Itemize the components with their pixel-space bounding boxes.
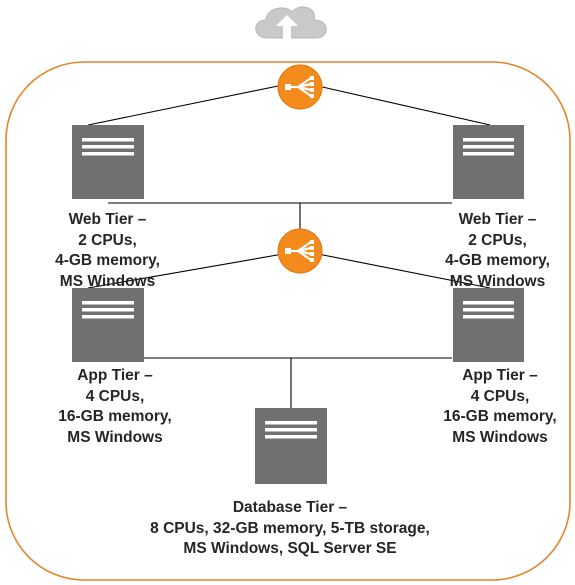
cloud-upload-icon	[255, 6, 327, 50]
connector-lb1-web-right	[317, 85, 491, 126]
load-balancer-icon	[277, 228, 323, 274]
app-tier-right-label: App Tier – 4 CPUs, 16-GB memory, MS Wind…	[443, 367, 557, 446]
server-icon	[453, 125, 524, 199]
web-tier-right-label: Web Tier – 2 CPUs, 4-GB memory, MS Windo…	[445, 211, 550, 290]
connector-lb1-web-left	[87, 84, 284, 126]
connector-lb2-app-left	[87, 253, 284, 289]
app-tier-left-label: App Tier – 4 CPUs, 16-GB memory, MS Wind…	[58, 367, 172, 446]
connector-lb2-app-right	[317, 253, 491, 289]
server-icon	[72, 125, 144, 199]
server-icon	[72, 288, 144, 362]
infrastructure-boundary	[5, 61, 571, 581]
load-balancer-icon	[277, 64, 323, 110]
server-icon	[453, 288, 524, 362]
web-tier-left-label: Web Tier – 2 CPUs, 4-GB memory, MS Windo…	[55, 211, 160, 290]
database-tier-label: Database Tier – 8 CPUs, 32-GB memory, 5-…	[150, 499, 430, 557]
server-icon	[255, 408, 327, 484]
